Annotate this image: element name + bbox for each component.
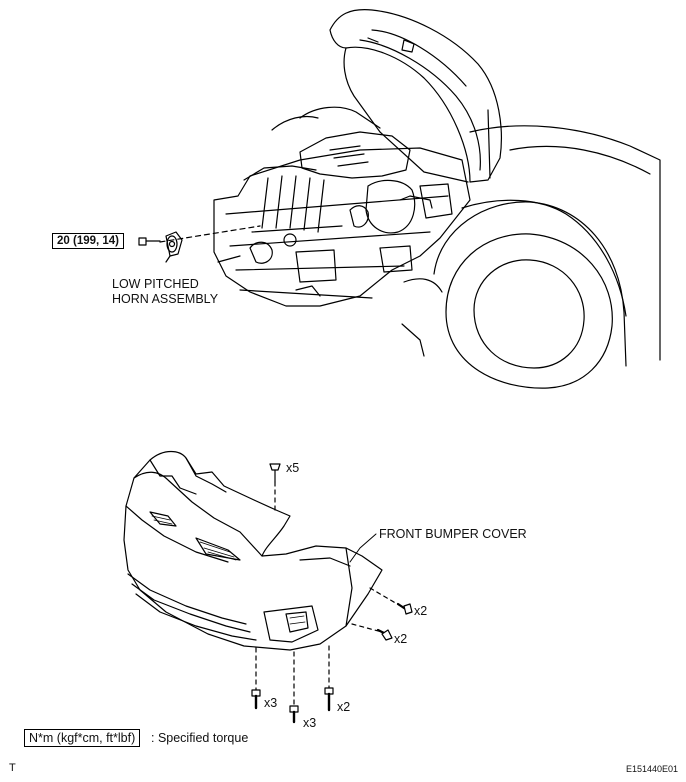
figure-id: E151440E01 xyxy=(626,764,679,774)
radiator-support xyxy=(213,147,471,307)
tire xyxy=(445,233,613,389)
screw-right-lower xyxy=(376,628,393,641)
hood xyxy=(329,9,502,183)
wheel-arch xyxy=(433,201,627,367)
qty-right-upper: x2 xyxy=(414,604,428,618)
horn-bolt xyxy=(138,237,161,246)
screw-bottom-right xyxy=(324,687,334,712)
qty-bottom-center: x3 xyxy=(303,716,317,730)
corner-mark: T xyxy=(9,762,16,774)
vehicle-front xyxy=(213,9,661,389)
qty-bottom-left: x3 xyxy=(264,696,278,710)
bumper-cover xyxy=(123,450,383,651)
legend-description: : Specified torque xyxy=(151,731,249,745)
torque-spec-box: 20 (199, 14) xyxy=(52,233,125,249)
horn-label-line1: LOW PITCHED xyxy=(112,277,199,291)
horn-label-line2: HORN ASSEMBLY xyxy=(112,292,219,306)
horn-assembly xyxy=(165,231,183,263)
engine xyxy=(299,131,411,179)
qty-right-lower: x2 xyxy=(394,632,408,646)
screw-bottom-left xyxy=(251,689,261,710)
bumper-leader xyxy=(349,533,377,563)
screw-bottom-center xyxy=(289,705,299,724)
legend-unit-box: N*m (kgf*cm, ft*lbf) xyxy=(24,729,141,747)
horn-guide-line xyxy=(159,225,261,243)
screw-right-upper xyxy=(396,602,413,615)
qty-clip-top: x5 xyxy=(286,461,300,475)
qty-bottom-right: x2 xyxy=(337,700,351,714)
bumper-label: FRONT BUMPER COVER xyxy=(379,527,527,541)
fender xyxy=(469,125,661,361)
clip-top xyxy=(269,463,281,483)
